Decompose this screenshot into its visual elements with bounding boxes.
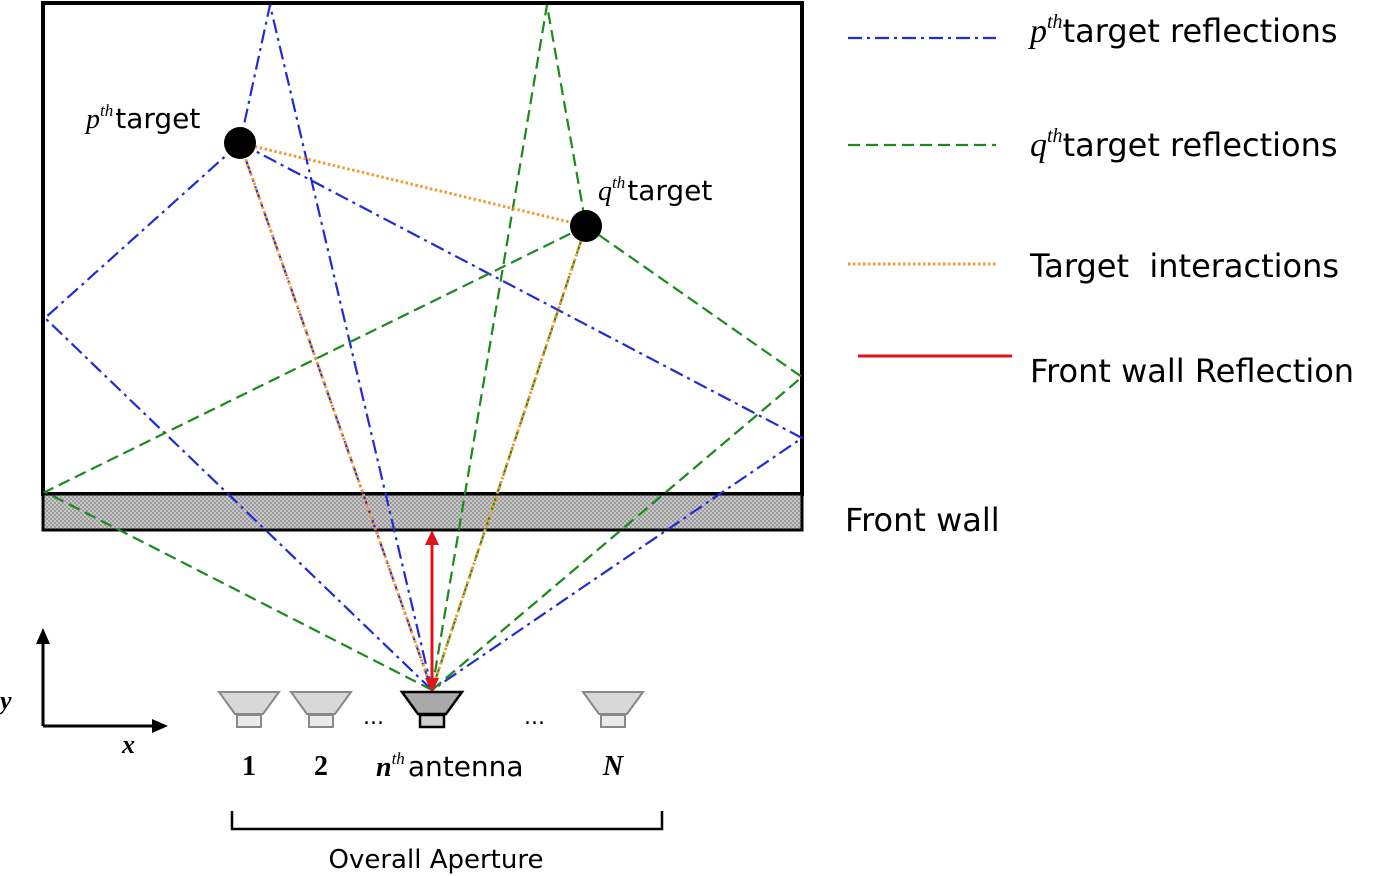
front-wall — [41, 492, 804, 532]
antenna-last-horn-icon — [581, 691, 645, 728]
antenna-last-label: N — [602, 751, 625, 782]
legend-interaction-label: Target interactions — [1029, 247, 1339, 285]
p-path-top — [238, 4, 434, 691]
p-path-right — [239, 142, 805, 691]
legend-p-label: pthtarget reflections — [1028, 11, 1338, 50]
q-path-right — [431, 225, 804, 691]
antenna-2-horn-icon — [289, 691, 353, 728]
p-reflection-paths — [43, 4, 805, 691]
q-target-dot-icon — [570, 210, 602, 242]
antenna-n-horn-icon — [399, 690, 465, 729]
p-target-dot-icon — [224, 127, 256, 159]
q-path-top — [430, 4, 588, 691]
front-wall-label: Front wall — [845, 501, 1000, 539]
front-wall-reflection-arrow — [425, 530, 439, 693]
p-target-label: pthtarget — [84, 101, 200, 135]
axis-x-label: x — [121, 730, 135, 759]
legend: pthtarget reflections qthtarget reflecti… — [848, 11, 1354, 390]
q-path-left — [42, 225, 587, 691]
ellipsis-right: ... — [524, 705, 545, 730]
antenna-2-label: 2 — [314, 751, 328, 782]
axis-arrow-icon — [36, 628, 168, 733]
room-boundary — [41, 1, 804, 496]
p-path-left — [43, 142, 433, 691]
antenna-1-horn-icon — [217, 691, 281, 728]
aperture-label: Overall Aperture — [329, 845, 544, 875]
legend-q-label: qthtarget reflections — [1030, 125, 1338, 164]
antenna-1-label: 1 — [242, 751, 256, 782]
ellipsis-left: ... — [363, 705, 384, 730]
q-reflection-paths — [42, 4, 804, 691]
legend-front-label: Front wall Reflection — [1030, 352, 1354, 390]
aperture-bracket — [230, 811, 664, 831]
q-target-label: qthtarget — [598, 173, 712, 207]
axis-y-label: y — [0, 686, 12, 715]
